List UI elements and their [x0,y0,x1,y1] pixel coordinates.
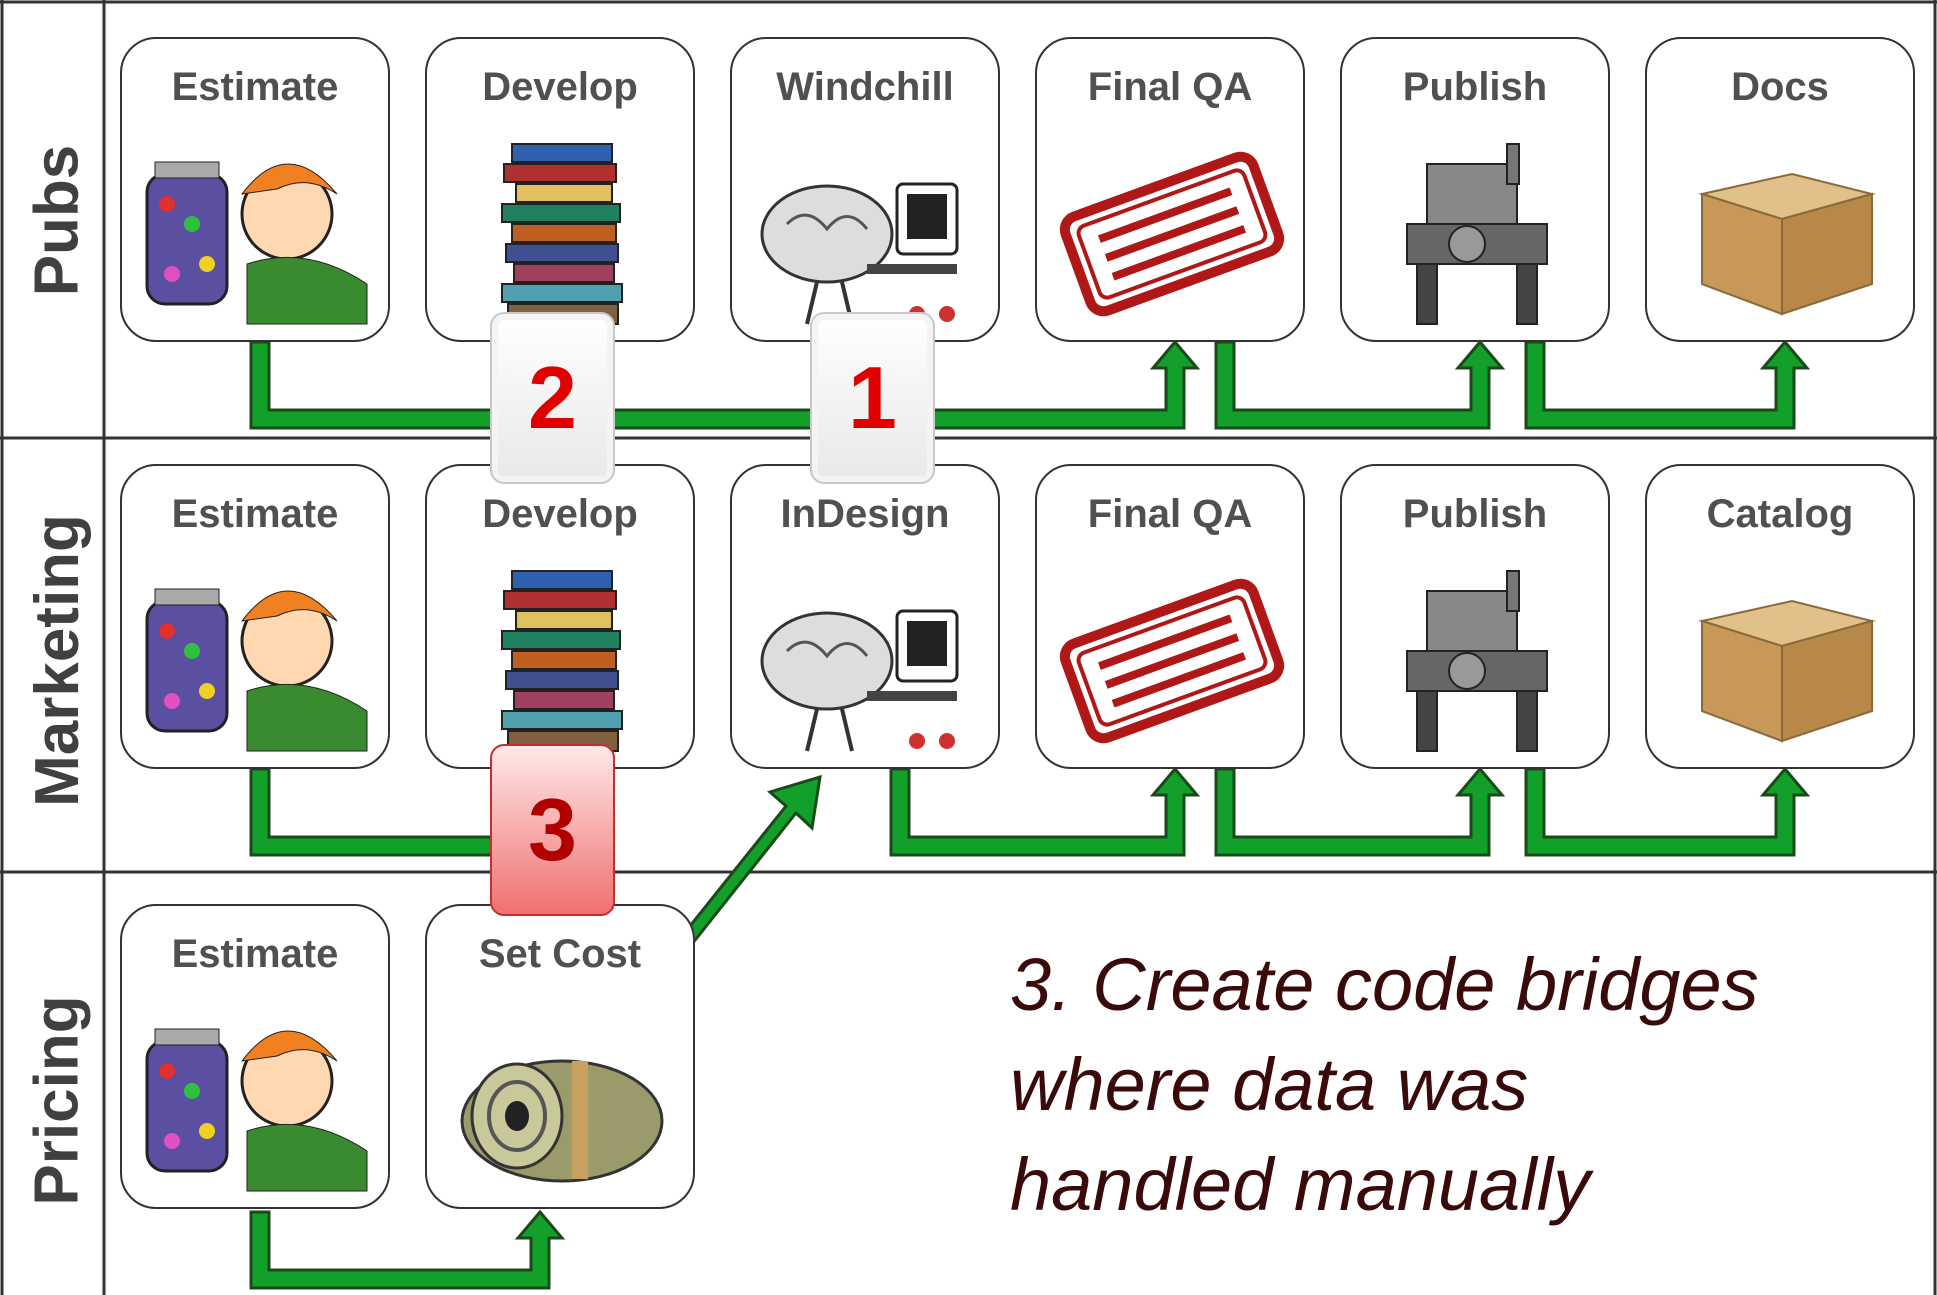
step-title: Catalog [1706,492,1854,536]
step-card: Publish [1340,464,1610,769]
step-card: Final QA [1035,37,1305,342]
step-number-badge: 2 [490,312,615,484]
step-card: Catalog [1645,464,1915,769]
step-card: Final QA [1035,464,1305,769]
jar-boy-icon [145,1028,368,1192]
lane-label-text: Marketing [22,513,92,807]
connector-arrow [674,774,822,947]
caption-line: handled manually [1010,1143,1591,1226]
step-title: InDesign [780,492,950,536]
printing-press-icon [1406,143,1548,325]
step-card: Set Cost [425,904,695,1209]
jar-boy-icon [145,588,368,752]
lane-label-pricing: Pricing [12,940,102,1260]
step-card: Estimate [120,37,390,342]
step-title: Publish [1402,65,1548,109]
approved-stamp-icon [1059,151,1285,317]
step-card: Publish [1340,37,1610,342]
money-roll-icon [460,1059,664,1183]
step-title: Develop [482,492,638,536]
caption-line: 3. Create code bridges [1010,943,1759,1026]
step-number-badge: 3 [490,744,615,916]
step-card: Windchill [730,37,1000,342]
printing-press-icon [1406,570,1548,752]
connector-arrow [1524,339,1811,430]
brain-computer-icon [760,609,959,752]
brain-computer-icon [760,182,959,325]
connector-arrow [1214,766,1506,857]
cardboard-box-icon [1698,599,1876,743]
lane-label-marketing: Marketing [12,470,102,850]
step-card: Estimate [120,904,390,1209]
book-stack-icon [501,570,623,752]
connector-arrow [249,339,1201,430]
caption-note: 3. Create code bridges where data was ha… [1010,935,1910,1235]
step-title: Develop [482,65,638,109]
lane-label-pubs: Pubs [12,60,102,380]
step-title: Estimate [171,492,339,536]
caption-line: where data was [1010,1043,1529,1126]
connector-arrow [1214,339,1506,430]
step-card: InDesign [730,464,1000,769]
step-title: Final QA [1087,65,1253,109]
step-title: Windchill [776,65,954,109]
step-title: Estimate [171,65,339,109]
step-title: Estimate [171,932,339,976]
step-title: Set Cost [478,932,642,976]
lane-label-text: Pubs [22,144,92,296]
lane-label-text: Pricing [22,994,92,1206]
step-title: Final QA [1087,492,1253,536]
connector-arrow [249,1209,566,1290]
step-card: Estimate [120,464,390,769]
step-card: Docs [1645,37,1915,342]
approved-stamp-icon [1059,578,1285,744]
book-stack-icon [501,143,623,325]
jar-boy-icon [145,161,368,325]
step-title: Publish [1402,492,1548,536]
step-card: Develop [425,37,695,342]
connector-arrow [1524,766,1811,857]
step-title: Docs [1731,65,1829,109]
cardboard-box-icon [1698,172,1876,316]
step-number-badge: 1 [810,312,935,484]
step-card: Develop [425,464,695,769]
connector-arrow [889,766,1201,857]
